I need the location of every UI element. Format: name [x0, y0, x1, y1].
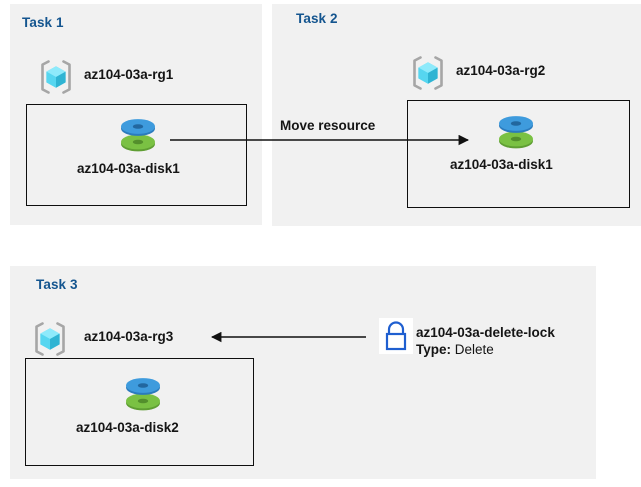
panel-task2	[272, 4, 641, 226]
managed-disk-icon	[117, 113, 159, 157]
resource-group-container-rg2	[407, 100, 630, 208]
managed-disk-icon	[122, 372, 164, 416]
move-resource-label: Move resource	[280, 118, 376, 133]
resource-group-label-rg2: az104-03a-rg2	[456, 63, 546, 78]
resource-group-icon	[36, 57, 76, 97]
resource-group-icon	[408, 53, 448, 93]
panel-title-task2: Task 2	[296, 11, 338, 26]
lock-icon	[379, 318, 413, 354]
lock-type-key: Type:	[416, 341, 452, 357]
resource-group-icon	[30, 319, 70, 359]
lock-type-line: Type: Delete	[416, 342, 555, 359]
panel-title-task1: Task 1	[22, 15, 64, 30]
panel-task3	[10, 266, 596, 479]
lock-text-block: az104-03a-delete-lock Type: Delete	[416, 325, 555, 359]
disk-label-disk1-task1: az104-03a-disk1	[77, 161, 180, 176]
disk-label-disk2: az104-03a-disk2	[76, 420, 179, 435]
resource-group-container-rg3	[25, 358, 254, 466]
resource-group-label-rg1: az104-03a-rg1	[84, 67, 174, 82]
lock-name-label: az104-03a-delete-lock	[416, 325, 555, 340]
disk-label-disk1-task2: az104-03a-disk1	[450, 157, 553, 172]
resource-group-label-rg3: az104-03a-rg3	[84, 329, 174, 344]
lock-type-value: Delete	[454, 341, 494, 357]
resource-group-container-rg1	[26, 104, 247, 206]
panel-task1	[10, 4, 262, 225]
panel-title-task3: Task 3	[36, 277, 78, 292]
managed-disk-icon	[495, 110, 537, 154]
